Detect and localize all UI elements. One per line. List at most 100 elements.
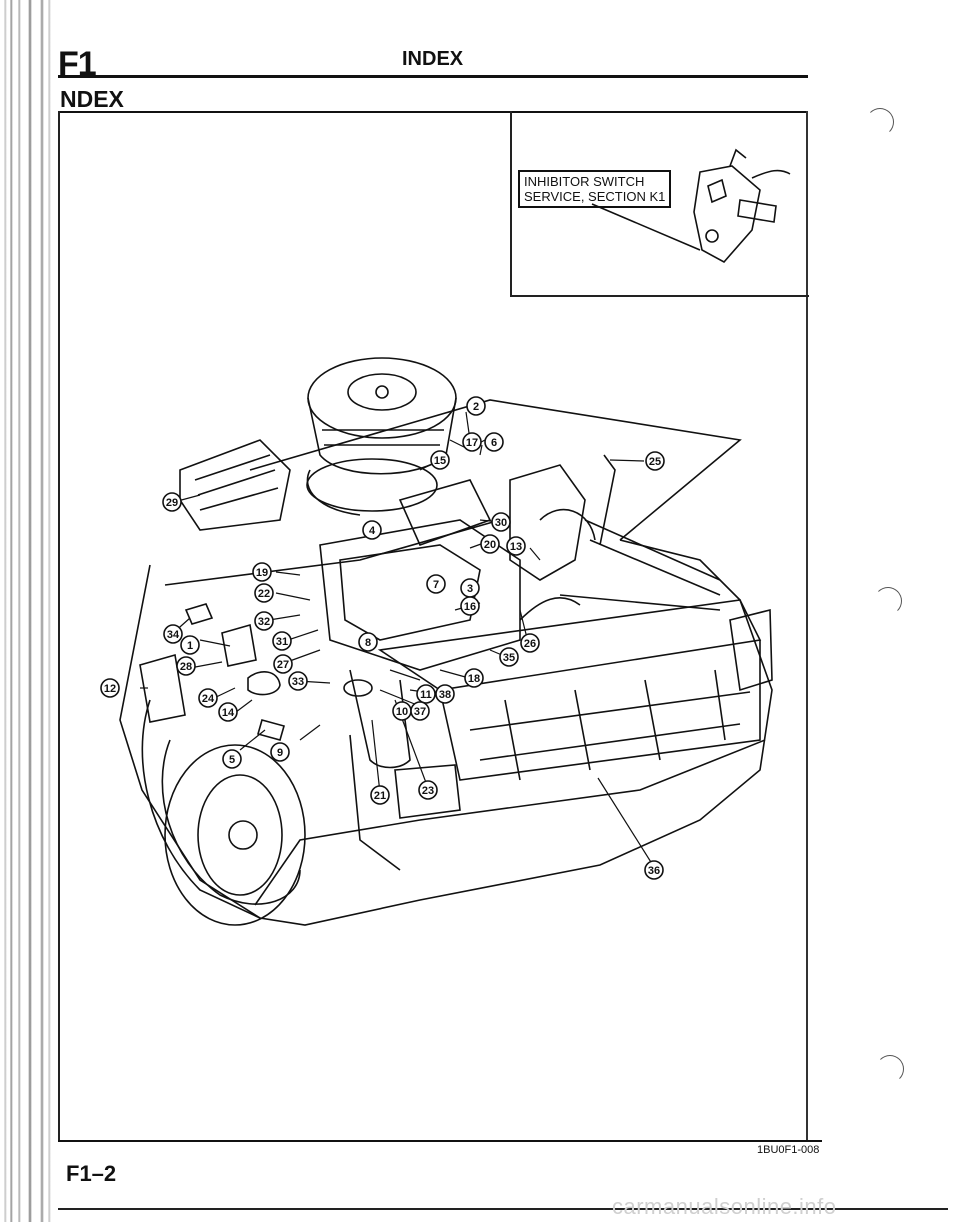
- callout-24: 24: [198, 688, 218, 708]
- svg-text:21: 21: [374, 790, 386, 802]
- callout-13: 13: [506, 536, 526, 556]
- svg-text:11: 11: [420, 689, 432, 701]
- callout-28: 28: [176, 656, 196, 676]
- callout-30: 30: [491, 512, 511, 532]
- svg-text:12: 12: [104, 683, 116, 695]
- svg-text:16: 16: [464, 601, 476, 613]
- svg-text:1: 1: [187, 640, 193, 652]
- svg-text:4: 4: [369, 525, 376, 537]
- callout-17: 17: [462, 432, 482, 452]
- svg-text:10: 10: [396, 706, 408, 718]
- svg-text:13: 13: [510, 541, 522, 553]
- svg-text:23: 23: [422, 785, 434, 797]
- callout-38: 38: [435, 684, 455, 704]
- callout-26: 26: [520, 633, 540, 653]
- callout-31: 31: [272, 631, 292, 651]
- svg-text:28: 28: [180, 661, 192, 673]
- header-rule: [58, 75, 808, 78]
- page-header-title: INDEX: [402, 48, 464, 70]
- callout-34: 34: [163, 624, 183, 644]
- svg-text:30: 30: [495, 517, 507, 529]
- callout-12: 12: [100, 678, 120, 698]
- svg-text:2: 2: [473, 401, 479, 413]
- callout-1: 1: [180, 635, 200, 655]
- inhibitor-switch-drawing: [591, 148, 791, 264]
- callout-35: 35: [499, 647, 519, 667]
- page-number: F1–2: [66, 1161, 117, 1186]
- svg-text:24: 24: [202, 693, 215, 705]
- scan-hole-mark: [866, 108, 894, 136]
- callout-14: 14: [218, 702, 238, 722]
- svg-text:31: 31: [276, 636, 288, 648]
- frame-right-border: [806, 111, 808, 1141]
- svg-text:18: 18: [468, 673, 480, 685]
- svg-text:14: 14: [222, 707, 235, 719]
- callout-6: 6: [484, 432, 504, 452]
- section-rule: [58, 111, 808, 113]
- svg-text:37: 37: [414, 706, 426, 718]
- svg-text:7: 7: [433, 579, 439, 591]
- callout-25: 25: [645, 451, 665, 471]
- svg-text:20: 20: [484, 539, 496, 551]
- svg-text:17: 17: [466, 437, 478, 449]
- scan-hole-mark: [876, 1055, 904, 1083]
- callout-19: 19: [252, 562, 272, 582]
- callout-33: 33: [288, 671, 308, 691]
- callout-20: 20: [480, 534, 500, 554]
- inset-label-line1: INHIBITOR SWITCH: [524, 174, 645, 189]
- callout-36: 36: [644, 860, 664, 880]
- footer-rule: [58, 1208, 948, 1210]
- inset-box: [510, 111, 809, 297]
- callout-5: 5: [222, 749, 242, 769]
- svg-text:38: 38: [439, 689, 451, 701]
- callout-23: 23: [418, 780, 438, 800]
- svg-text:8: 8: [365, 637, 371, 649]
- svg-text:26: 26: [524, 638, 536, 650]
- svg-text:6: 6: [491, 437, 497, 449]
- control-unit: [139, 603, 285, 741]
- callout-22: 22: [254, 583, 274, 603]
- inset-label: INHIBITOR SWITCH SERVICE, SECTION K1: [518, 170, 672, 208]
- car-body: [119, 399, 773, 926]
- callout-8: 8: [358, 632, 378, 652]
- watermark: carmanualsonline.info: [612, 1194, 837, 1219]
- svg-text:32: 32: [258, 616, 270, 628]
- callout-21: 21: [370, 785, 390, 805]
- inset-label-line2: SERVICE, SECTION K1: [524, 189, 666, 204]
- callout-32: 32: [254, 611, 274, 631]
- frame-bottom-border: [58, 1140, 822, 1142]
- air-cleaner: [306, 357, 457, 516]
- callout-27: 27: [273, 654, 293, 674]
- section-title: NDEX: [60, 86, 124, 112]
- callout-18: 18: [464, 668, 484, 688]
- svg-text:27: 27: [277, 659, 289, 671]
- callout-7: 7: [426, 574, 446, 594]
- callout-4: 4: [362, 520, 382, 540]
- scan-hole-mark: [874, 587, 902, 615]
- callout-10: 10: [392, 701, 412, 721]
- callout-16: 16: [460, 596, 480, 616]
- svg-text:19: 19: [256, 567, 268, 579]
- svg-text:25: 25: [649, 456, 661, 468]
- callout-37: 37: [410, 701, 430, 721]
- svg-text:22: 22: [258, 588, 270, 600]
- callout-15: 15: [430, 450, 450, 470]
- svg-text:3: 3: [467, 583, 473, 595]
- svg-text:29: 29: [166, 497, 178, 509]
- callout-9: 9: [270, 742, 290, 762]
- svg-text:35: 35: [503, 652, 515, 664]
- svg-text:33: 33: [292, 676, 304, 688]
- engine-block: [319, 464, 721, 769]
- charcoal-canister: [179, 439, 291, 531]
- svg-text:36: 36: [648, 865, 660, 877]
- svg-text:34: 34: [167, 629, 180, 641]
- binding-edge: [0, 0, 52, 1222]
- callout-11: 11: [416, 684, 436, 704]
- svg-text:15: 15: [434, 455, 446, 467]
- callout-3: 3: [460, 578, 480, 598]
- svg-text:9: 9: [277, 747, 283, 759]
- callout-2: 2: [466, 396, 486, 416]
- figure-code: 1BU0F1-008: [757, 1144, 820, 1156]
- svg-text:5: 5: [229, 754, 235, 766]
